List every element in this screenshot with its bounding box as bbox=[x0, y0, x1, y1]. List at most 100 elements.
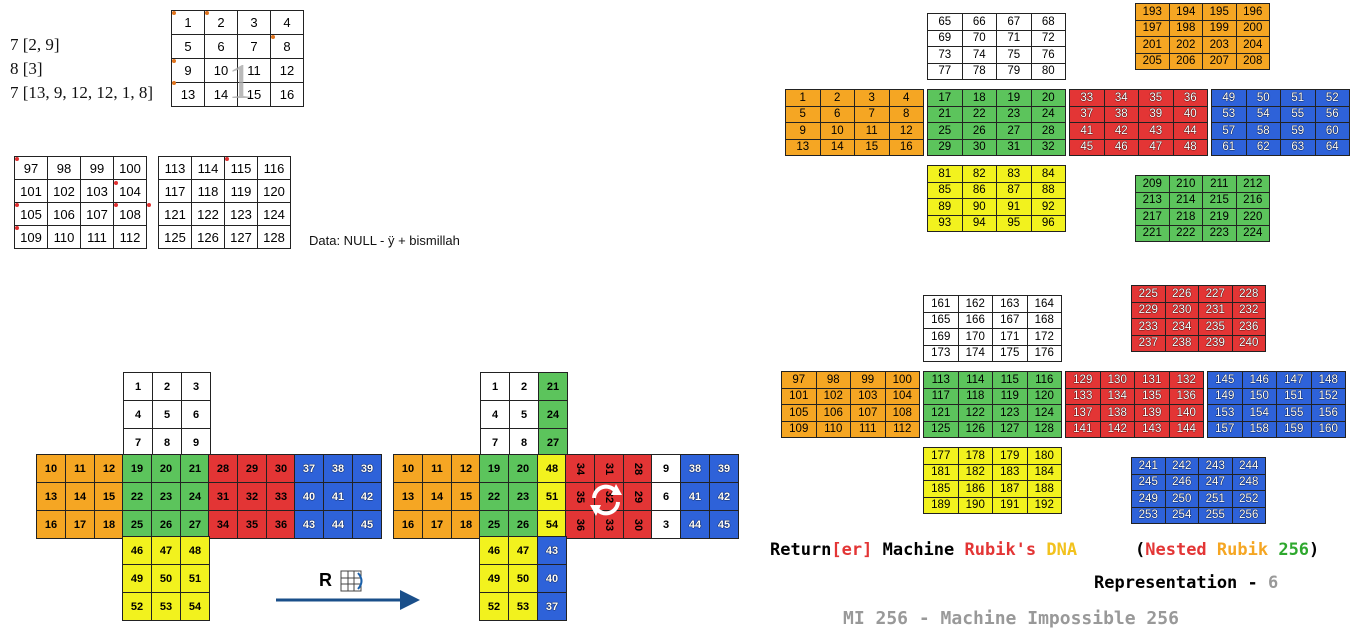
sticker-label: 19 bbox=[487, 462, 501, 475]
sticker: 26 bbox=[508, 510, 538, 539]
sticker-label: 16 bbox=[401, 518, 415, 531]
sticker: 173 bbox=[923, 344, 959, 362]
grid-b-cell: 127 bbox=[224, 225, 258, 249]
sticker: 50 bbox=[1245, 89, 1281, 107]
sticker: 174 bbox=[957, 344, 993, 362]
sticker-label: 114 bbox=[966, 373, 985, 386]
sticker-label: 99 bbox=[861, 373, 875, 386]
sticker-label: 13 bbox=[401, 490, 415, 503]
sticker-label: 181 bbox=[931, 466, 951, 479]
sticker-label: 117 bbox=[931, 390, 950, 403]
small-grid-cell: 3 bbox=[237, 10, 271, 35]
sticker: 10 bbox=[36, 454, 66, 483]
sticker: 50 bbox=[508, 564, 538, 593]
sticker-label: 148 bbox=[1318, 373, 1338, 386]
sticker: 87 bbox=[996, 181, 1032, 199]
sticker-label: 52 bbox=[487, 600, 501, 613]
sticker-label: 4 bbox=[491, 408, 499, 421]
notes: 7 [2, 9] 8 [3] 7 [13, 9, 12, 12, 1, 8] bbox=[10, 33, 153, 105]
sticker: 157 bbox=[1207, 420, 1243, 438]
sticker: 196 bbox=[1235, 3, 1270, 21]
sticker: 30 bbox=[961, 138, 997, 156]
sticker: 145 bbox=[1207, 371, 1243, 389]
sticker-label: 30 bbox=[972, 141, 986, 154]
sticker: 116 bbox=[1026, 371, 1062, 389]
sticker-label: 215 bbox=[1209, 194, 1229, 207]
sticker: 39 bbox=[352, 454, 382, 483]
sticker-label: 30 bbox=[632, 518, 644, 531]
sticker: 20 bbox=[151, 454, 181, 483]
sticker: 162 bbox=[957, 295, 993, 313]
grid-b-cell: 125 bbox=[158, 225, 192, 249]
sticker-label: 135 bbox=[1142, 390, 1162, 403]
sticker-label: 78 bbox=[972, 65, 986, 78]
sticker-label: 42 bbox=[1114, 124, 1128, 137]
sticker: 8 bbox=[152, 428, 182, 457]
sticker-label: 196 bbox=[1243, 5, 1263, 18]
sticker-label: 240 bbox=[1239, 337, 1259, 350]
sticker: 241 bbox=[1131, 457, 1166, 475]
small-grid-cell: 6 bbox=[204, 34, 238, 59]
sticker-label: 146 bbox=[1249, 373, 1269, 386]
sticker: 226 bbox=[1164, 285, 1199, 303]
sticker: 250 bbox=[1164, 490, 1199, 508]
sticker: 100 bbox=[884, 371, 920, 389]
sticker: 38 bbox=[1103, 105, 1139, 123]
sticker-label: 49 bbox=[1222, 91, 1236, 104]
grid-a-cell: 104 bbox=[113, 179, 147, 203]
sticker-label: 21 bbox=[188, 462, 202, 475]
sticker-label: 33 bbox=[1080, 91, 1094, 104]
sticker: 170 bbox=[957, 328, 993, 346]
sticker: 192 bbox=[1026, 496, 1062, 514]
sticker: 147 bbox=[1276, 371, 1312, 389]
sticker-label: 17 bbox=[430, 518, 444, 531]
sticker: 198 bbox=[1168, 19, 1203, 37]
sticker: 49 bbox=[479, 564, 509, 593]
small-grid-cell: 14 bbox=[204, 82, 238, 107]
sticker: 104 bbox=[884, 387, 920, 405]
sticker: 123 bbox=[992, 404, 1028, 422]
sticker: 206 bbox=[1168, 52, 1203, 70]
sticker: 165 bbox=[923, 311, 959, 329]
sticker-label: 115 bbox=[1000, 373, 1019, 386]
sticker-label: 152 bbox=[1318, 390, 1338, 403]
sticker-label: 242 bbox=[1172, 459, 1192, 472]
sticker-label: 168 bbox=[1034, 314, 1054, 327]
sticker-label: 86 bbox=[972, 184, 986, 197]
sticker-label: 177 bbox=[931, 449, 951, 462]
sticker: 163 bbox=[992, 295, 1028, 313]
sticker: 200 bbox=[1235, 19, 1270, 37]
sticker-label: 208 bbox=[1243, 55, 1263, 68]
sticker: 33 bbox=[266, 482, 296, 511]
sticker-label: 193 bbox=[1142, 5, 1162, 18]
sticker: 68 bbox=[1030, 13, 1066, 31]
small-grid-cell: 8 bbox=[270, 34, 304, 59]
sticker: 224 bbox=[1235, 224, 1270, 242]
small-grid-cell: 16 bbox=[270, 82, 304, 107]
sticker-label: 62 bbox=[1256, 141, 1270, 154]
sticker: 40 bbox=[537, 564, 567, 593]
grid-b-cell: 117 bbox=[158, 179, 192, 203]
grid-a-cell: 101 bbox=[14, 179, 48, 203]
sticker-label: 1 bbox=[491, 380, 499, 393]
sticker: 32 bbox=[1030, 138, 1066, 156]
sticker-label: 201 bbox=[1142, 38, 1162, 51]
sticker-label: 200 bbox=[1243, 22, 1263, 35]
sticker: 129 bbox=[1065, 371, 1101, 389]
sticker-label: 60 bbox=[1325, 124, 1339, 137]
sticker: 44 bbox=[323, 510, 353, 539]
sticker-label: 33 bbox=[274, 490, 288, 503]
sticker: 67 bbox=[996, 13, 1032, 31]
sticker-label: 2 bbox=[520, 380, 528, 393]
sticker: 175 bbox=[992, 344, 1028, 362]
sticker-label: 36 bbox=[274, 518, 288, 531]
sticker-label: 246 bbox=[1172, 476, 1192, 489]
sticker-label: 31 bbox=[603, 462, 615, 475]
grid-b-cell: 114 bbox=[191, 156, 225, 180]
sticker-label: 67 bbox=[1007, 15, 1021, 28]
sticker: 159 bbox=[1276, 420, 1312, 438]
